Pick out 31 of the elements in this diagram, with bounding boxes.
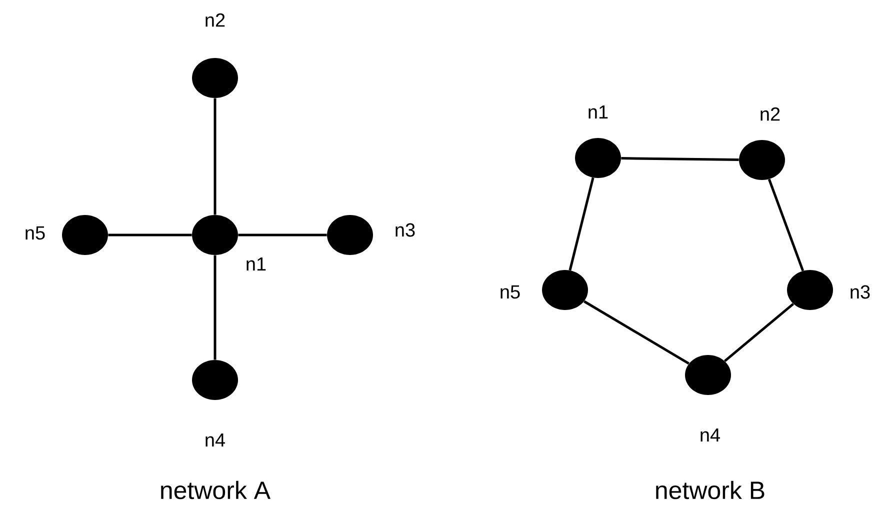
network-node xyxy=(542,270,588,310)
network-node xyxy=(62,215,108,255)
node-label: n5 xyxy=(26,226,45,240)
connection-line xyxy=(238,234,327,236)
network-node xyxy=(327,215,373,255)
network-node xyxy=(575,138,621,178)
network-node xyxy=(192,360,238,400)
network-node xyxy=(192,58,238,98)
connection-line xyxy=(214,98,216,215)
node-label: n3 xyxy=(850,285,870,299)
network-caption: network A xyxy=(161,480,270,500)
connection-line xyxy=(724,303,794,362)
network-node xyxy=(787,270,834,310)
network-node xyxy=(192,215,238,255)
node-label: n3 xyxy=(396,223,415,237)
node-label: n2 xyxy=(206,13,225,27)
node-label: n1 xyxy=(588,105,608,119)
connection-line xyxy=(584,300,690,365)
network-node xyxy=(685,355,731,395)
node-label: n4 xyxy=(700,428,720,442)
node-label: n5 xyxy=(500,285,520,299)
network-caption: network B xyxy=(656,480,764,500)
network-node xyxy=(739,140,786,180)
connection-line xyxy=(214,255,216,360)
connection-line xyxy=(568,177,594,271)
node-label: n2 xyxy=(760,107,780,121)
node-label: n4 xyxy=(206,433,225,447)
connection-line xyxy=(768,178,804,272)
connection-line xyxy=(108,234,192,236)
node-label: n1 xyxy=(246,257,266,271)
connection-line xyxy=(621,157,739,161)
